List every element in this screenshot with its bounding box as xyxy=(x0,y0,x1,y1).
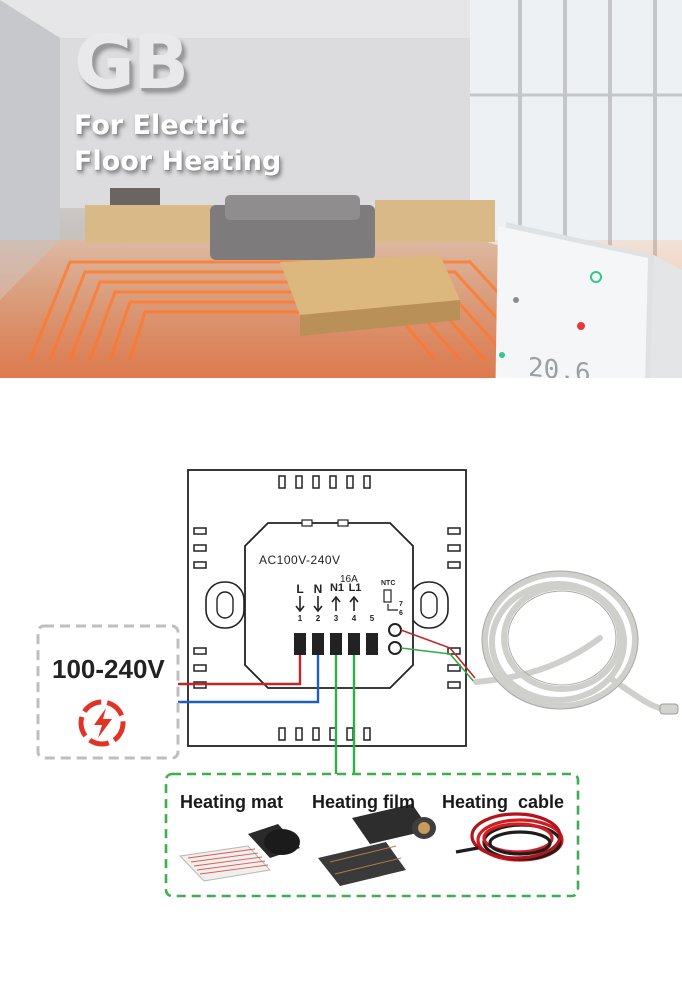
supply-voltage-label: 100-240V xyxy=(52,654,165,684)
vent-slots-right xyxy=(447,527,461,689)
terminal-symbol-l: L xyxy=(296,582,304,596)
load-label-heating-cable: Heating cable xyxy=(442,792,565,812)
ntc-terminal-number-7: 7 xyxy=(399,601,403,608)
terminal-symbol-l1: L1 xyxy=(348,582,362,594)
ntc-sensor-symbol xyxy=(383,589,392,603)
neutral-wire xyxy=(178,655,320,704)
heating-film-icon xyxy=(318,804,436,886)
brand-logo: GB xyxy=(74,20,189,106)
load-label-heating-film: Heating film xyxy=(312,792,416,812)
wiring-schematic xyxy=(36,469,679,898)
terminal-number-3: 3 xyxy=(333,614,339,623)
terminal-symbol-n1: N1 xyxy=(329,582,345,594)
terminal-number-4: 4 xyxy=(351,614,357,623)
ntc-terminal-number-6: 6 xyxy=(399,610,403,617)
tagline-line-1: For Electric xyxy=(74,110,247,141)
heating-mat-icon xyxy=(178,824,300,882)
ntc-terminal-7 xyxy=(388,623,402,637)
electric-hazard-icon xyxy=(78,699,126,747)
live-wire xyxy=(178,655,302,686)
loads-box xyxy=(164,772,580,898)
wiring-diagram: 100-240V AC100V-240V 16A NTC L N N1 L1 1… xyxy=(0,378,682,1000)
terminal-symbol-n: N xyxy=(313,582,323,596)
load-label-heating-mat: Heating mat xyxy=(180,792,284,812)
hero-photo: GB For Electric Floor Heating 20.6 08:5 xyxy=(0,0,682,378)
vent-slots-top xyxy=(278,475,371,489)
heating-cable-icon xyxy=(455,812,564,862)
tagline-line-2: Floor Heating xyxy=(74,146,282,177)
module-voltage-label: AC100V-240V xyxy=(259,553,341,567)
ntc-terminal-6 xyxy=(388,641,402,655)
vent-slots-bottom xyxy=(278,727,371,741)
ntc-sensor-cable-coil xyxy=(473,571,675,714)
ntc-sensor-label: NTC xyxy=(381,580,396,587)
current-rating-label: 16A xyxy=(340,574,358,585)
power-supply-box xyxy=(36,624,180,760)
sensor-cable-shadow xyxy=(481,570,639,710)
terminal-number-1: 1 xyxy=(297,614,303,623)
terminal-number-2: 2 xyxy=(315,614,321,623)
terminal-number-5: 5 xyxy=(369,614,375,623)
terminal-arrows xyxy=(295,595,359,613)
terminal-block xyxy=(294,633,378,655)
